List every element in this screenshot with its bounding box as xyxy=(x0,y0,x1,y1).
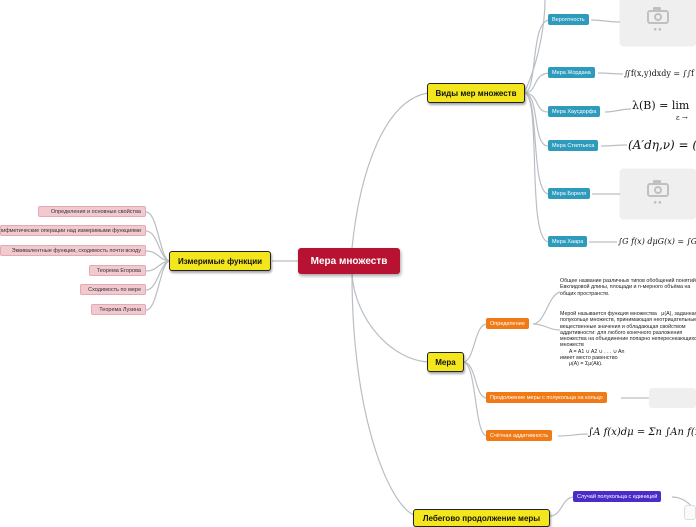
central-topic[interactable]: Мера множеств xyxy=(298,248,400,274)
image-placeholder-icon xyxy=(647,6,669,24)
topic-egorov-theorem[interactable]: Теорема Егорова xyxy=(89,265,146,276)
branch-measure-types[interactable]: Виды мер множеств xyxy=(427,83,525,103)
topic-countable-additivity[interactable]: Счётная аддитивность xyxy=(486,430,553,441)
topic-luzin-theorem[interactable]: Теорема Лузина xyxy=(91,304,146,315)
lebesgue-placeholder xyxy=(684,505,696,520)
topic-jordan-measure[interactable]: Мера Жордана xyxy=(548,67,595,78)
hausdorff-formula-sub: ε → xyxy=(676,114,688,122)
topic-semiring-with-unit[interactable]: Случай полукольца с единицей xyxy=(573,491,662,502)
topic-equivalent-functions[interactable]: Эквивалентные функции, сходимость почти … xyxy=(0,245,146,256)
stieltjes-formula: (A′dη,ν) = ( xyxy=(628,138,696,152)
branch-lebesgue-extension[interactable]: Лебегово продолжение меры xyxy=(413,509,550,527)
topic-stieltjes-measure[interactable]: Мера Стилтьеса xyxy=(548,140,599,151)
branch-measurable-functions[interactable]: Измеримые функции xyxy=(169,251,271,271)
measure-definition-note: Мерой называется функция множества μ(A),… xyxy=(560,311,696,368)
topic-arithmetic-operations[interactable]: Арифметические операции над измеримыми ф… xyxy=(0,225,146,236)
topic-extension-semiring[interactable]: Продолжение меры с полукольца на кольцо xyxy=(486,392,607,403)
measure-general-note: Общее название различных типов обобщений… xyxy=(560,278,696,297)
jordan-formula: ∬f(x,y)dxdy = ∫∫f xyxy=(624,69,694,78)
topic-borel-measure[interactable]: Мера Бореля xyxy=(548,188,591,199)
countable-additivity-formula: ∫A f(x)dμ = Σn ∫An f(x)dμ xyxy=(588,427,696,438)
borel-image[interactable]: ●● xyxy=(620,169,696,219)
topic-definition[interactable]: Определение xyxy=(486,318,529,329)
topic-probability[interactable]: Вероятность xyxy=(548,14,589,25)
haar-formula: ∫G f(x) dμG(x) = ∫G xyxy=(618,237,696,246)
topic-hausdorff-measure[interactable]: Мера Хаусдорфа xyxy=(548,106,601,117)
image-placeholder-icon xyxy=(647,179,669,197)
extension-placeholder xyxy=(649,388,696,408)
hausdorff-formula: λ(B) = lim xyxy=(632,99,690,112)
image-dots: ●● xyxy=(653,199,663,206)
probability-image[interactable]: ●● xyxy=(620,0,696,46)
topic-haar-measure[interactable]: Мера Хаара xyxy=(548,236,588,247)
branch-measure[interactable]: Мера xyxy=(427,352,464,372)
topic-convergence-in-measure[interactable]: Сходимость по мере xyxy=(80,284,146,295)
topic-definitions-properties[interactable]: Определения и основные свойства xyxy=(38,206,146,217)
image-dots: ●● xyxy=(653,26,663,33)
